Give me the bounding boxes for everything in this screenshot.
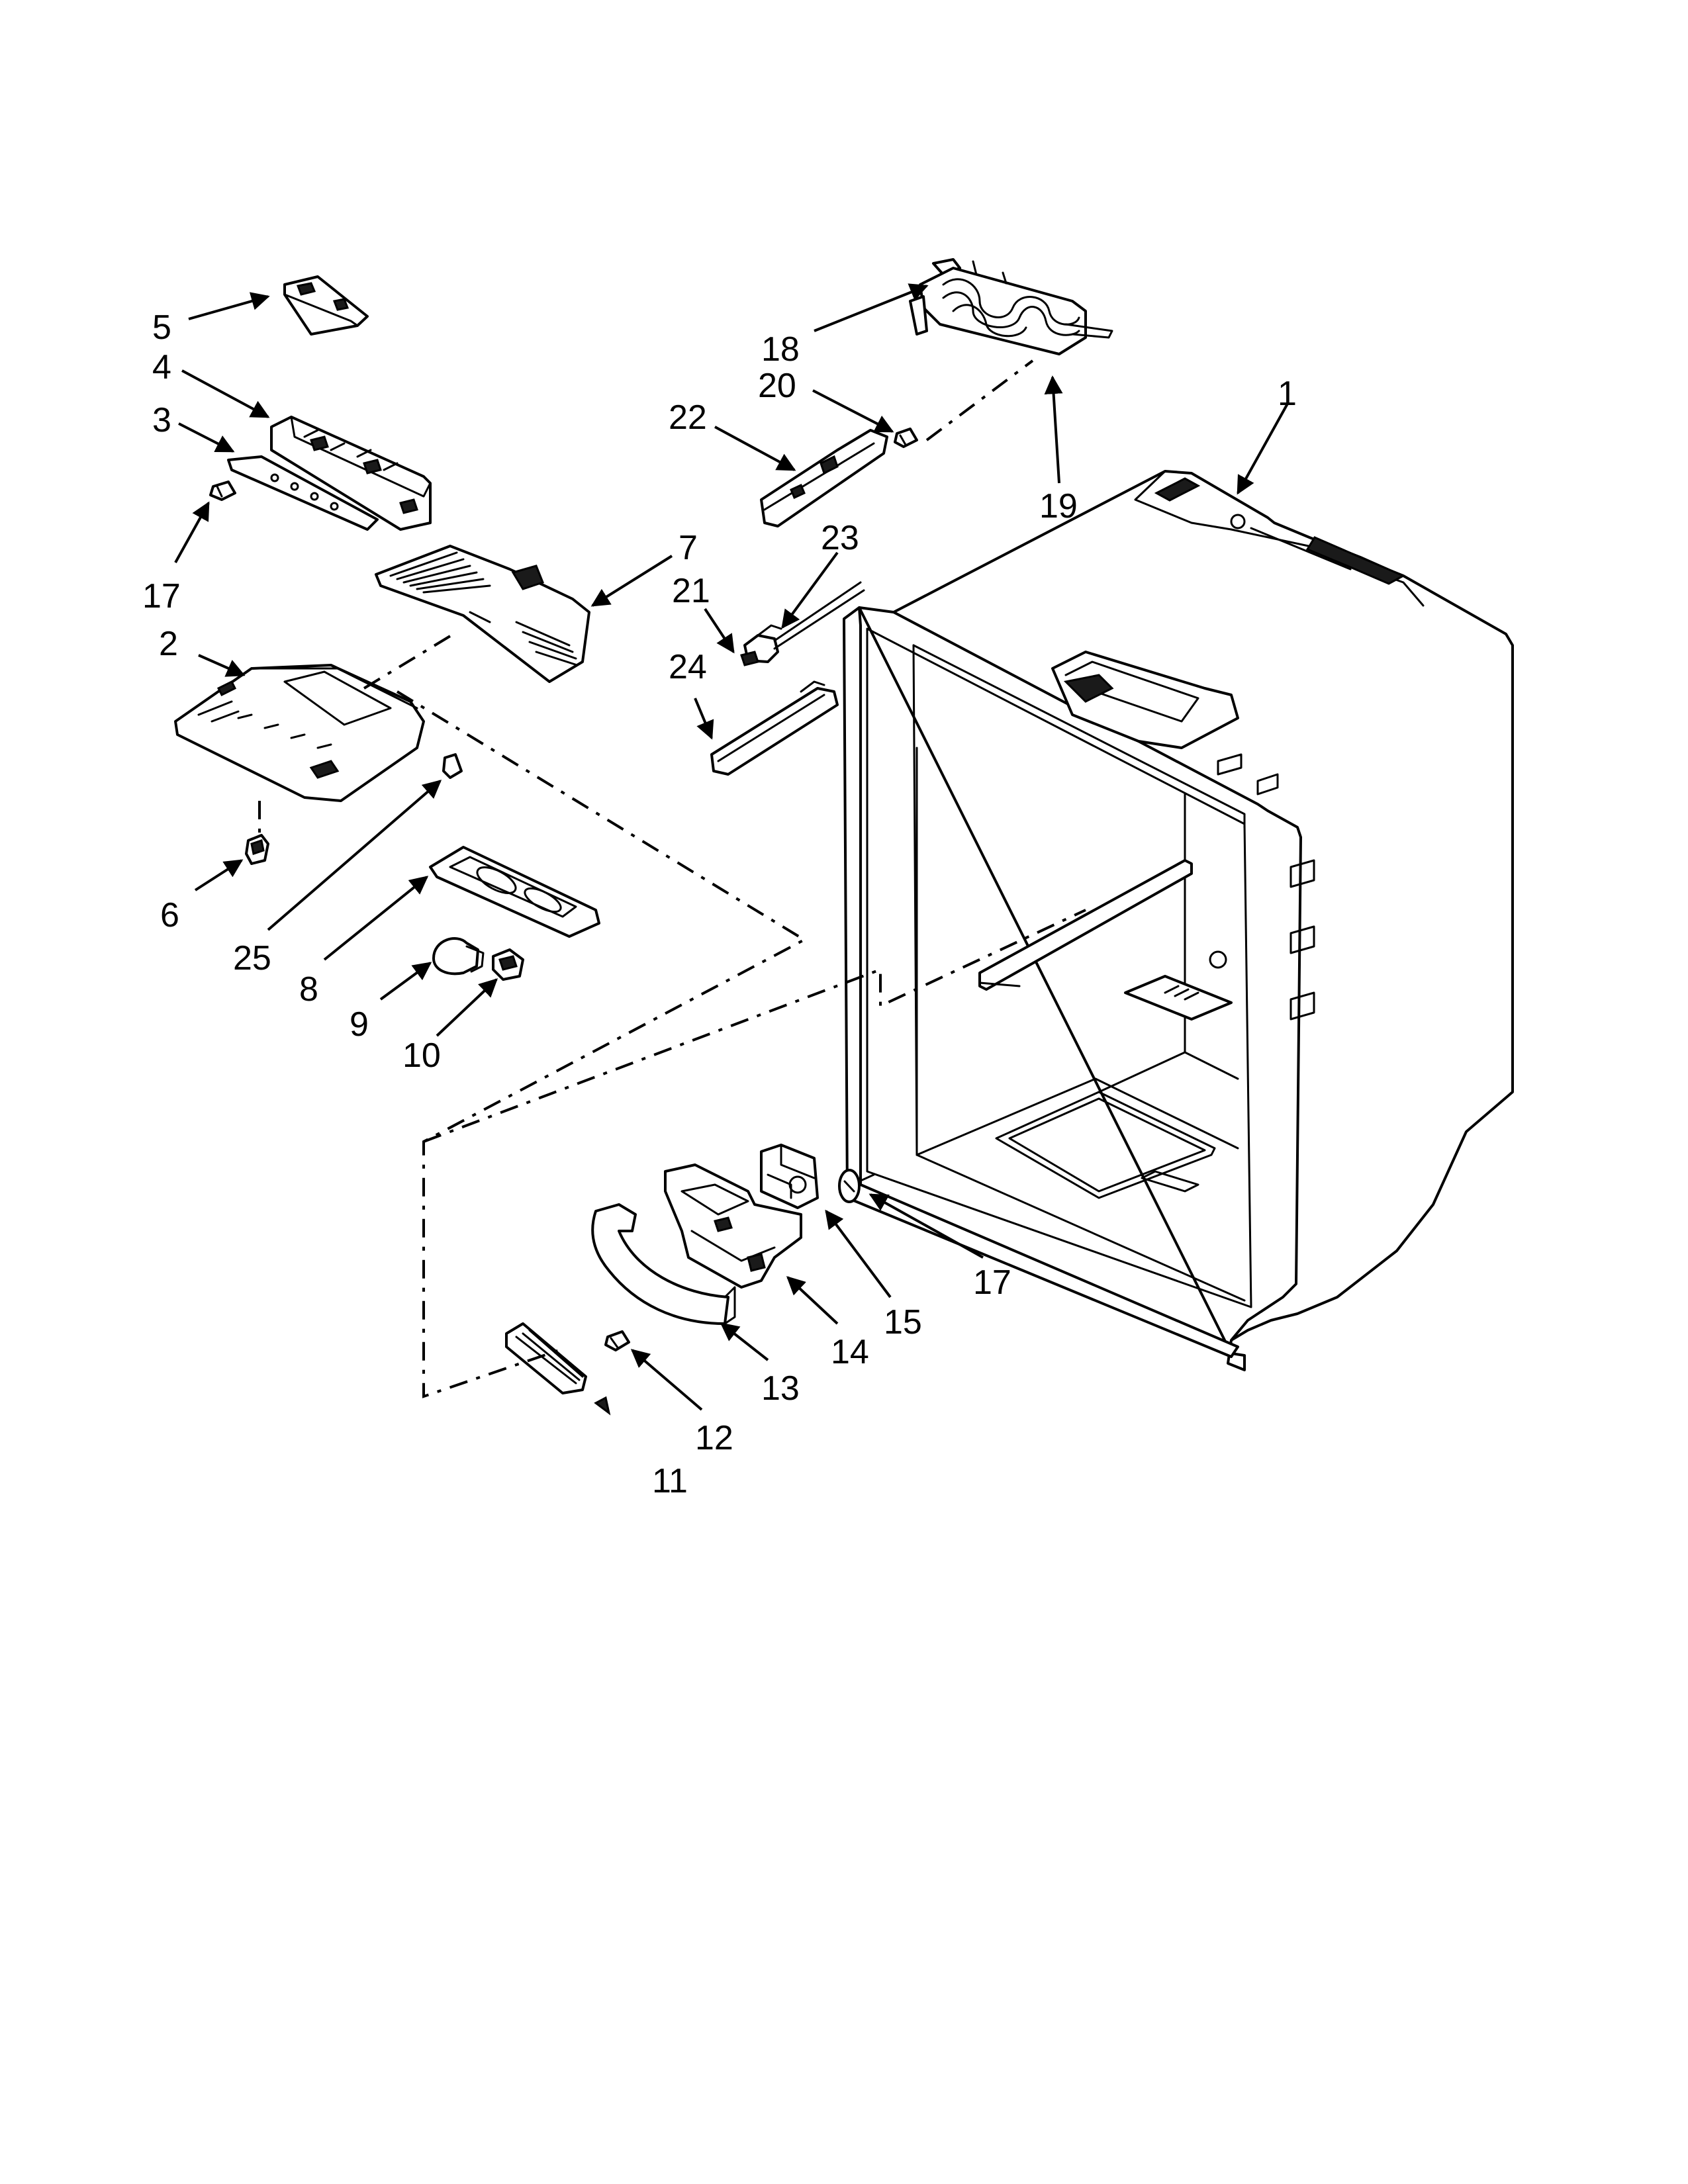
liner-part-1 [843, 470, 1514, 1371]
callout-10: 10 [402, 1036, 441, 1075]
housing-part-14 [664, 1163, 802, 1289]
screw-part-17-lower [838, 1169, 875, 1203]
callout-23: 23 [821, 519, 859, 557]
thermistor-part-23 [740, 581, 865, 666]
screw-part-20 [894, 428, 918, 448]
leader-lines [174, 283, 1289, 1411]
lens-part-11 [505, 1322, 611, 1416]
callout-6: 6 [160, 896, 179, 934]
callout-3: 3 [152, 401, 171, 439]
cover-part-24 [710, 680, 839, 776]
callout-4: 4 [152, 348, 171, 387]
callout-17-lower: 17 [973, 1263, 1011, 1302]
callout-11: 11 [652, 1462, 688, 1500]
callout-7: 7 [679, 529, 698, 567]
screw-part-17-upper [209, 480, 236, 501]
callout-15: 15 [884, 1303, 922, 1342]
callout-21: 21 [672, 572, 710, 610]
callout-2: 2 [159, 625, 178, 663]
control-housing-part-2 [174, 664, 425, 802]
panel-part-3 [227, 455, 379, 531]
callout-1: 1 [1278, 375, 1297, 413]
socket-part-10 [492, 948, 524, 981]
bulb-part-9 [432, 937, 485, 976]
callout-8: 8 [299, 970, 318, 1009]
cover-part-5 [283, 275, 369, 336]
housing-part-4 [270, 416, 432, 531]
assembly-lines [258, 359, 1086, 1398]
duct-part-22 [760, 429, 888, 527]
trim-part-13 [591, 1203, 736, 1325]
heater-part-18 [909, 258, 1113, 355]
callout-13: 13 [761, 1369, 800, 1408]
callout-19: 19 [1039, 487, 1078, 525]
callout-12: 12 [695, 1419, 733, 1457]
callout-9: 9 [350, 1005, 369, 1044]
callout-5: 5 [152, 308, 171, 347]
screw-part-12 [604, 1330, 630, 1351]
callout-labels: 5 4 3 17 2 6 25 8 9 10 7 18 20 22 19 1 2… [142, 308, 1297, 1500]
callout-18: 18 [761, 330, 800, 369]
callout-24: 24 [669, 648, 707, 686]
clip-part-25 [442, 753, 463, 779]
callout-22: 22 [669, 398, 707, 437]
lamp-cover-part-8 [429, 846, 600, 938]
vent-part-7 [375, 545, 590, 683]
callout-25: 25 [233, 939, 271, 978]
callout-14: 14 [831, 1333, 869, 1371]
switch-part-6 [245, 834, 269, 865]
control-module-part-15 [760, 1144, 819, 1209]
callout-20: 20 [758, 367, 796, 405]
callout-17-upper: 17 [142, 577, 181, 615]
